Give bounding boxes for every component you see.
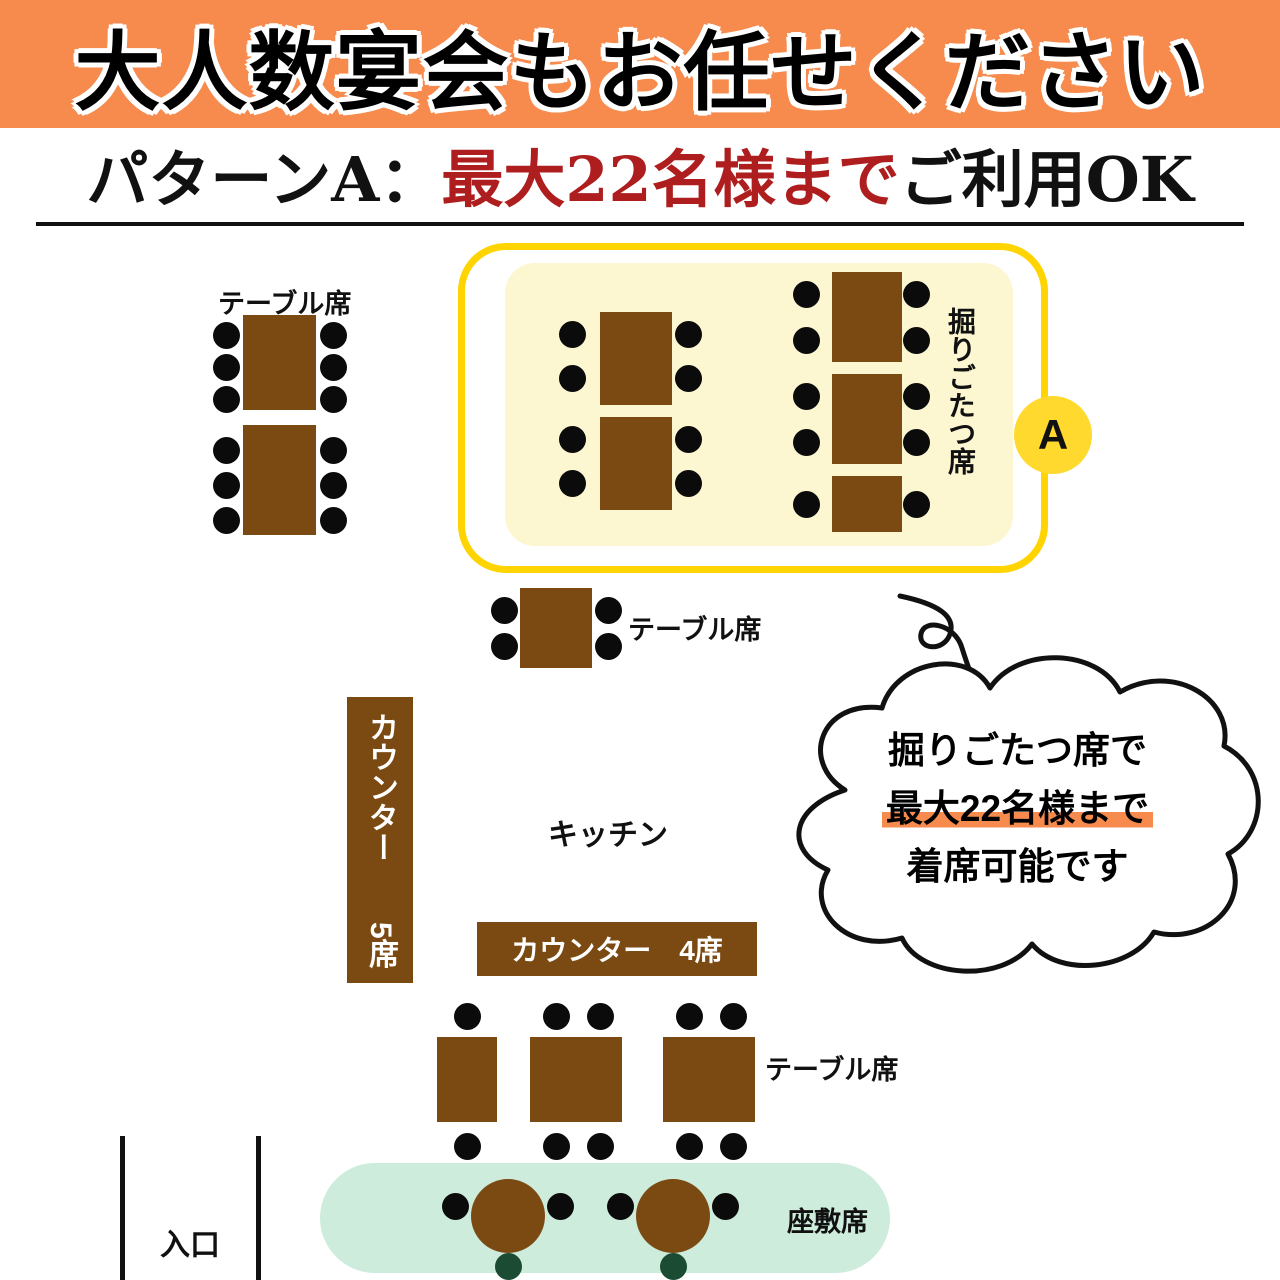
seat-dot bbox=[213, 472, 240, 499]
seat-dot bbox=[543, 1003, 570, 1030]
seat-dot bbox=[587, 1003, 614, 1030]
table-mid bbox=[520, 588, 592, 668]
pattern-prefix: パターンA： bbox=[86, 143, 442, 216]
zashiki-round-table-1 bbox=[471, 1179, 545, 1253]
seat-dot bbox=[793, 491, 820, 518]
seat-dot bbox=[676, 1133, 703, 1160]
seat-dot bbox=[320, 437, 347, 464]
seat-dot bbox=[213, 322, 240, 349]
pattern-heading: パターンA：最大22名様までご利用OK bbox=[0, 128, 1280, 220]
seat-dot bbox=[676, 1003, 703, 1030]
bubble-line-3: 着席可能です bbox=[906, 846, 1129, 887]
seat-dot bbox=[320, 322, 347, 349]
seat-dot bbox=[793, 383, 820, 410]
seat-dot bbox=[903, 327, 930, 354]
bubble-line-1: 掘りごたつ席で bbox=[888, 730, 1147, 771]
bubble-line-2-highlight: 最大22名様まで bbox=[881, 788, 1154, 829]
seat-dot bbox=[903, 383, 930, 410]
table-topleft-2 bbox=[243, 425, 316, 535]
header-banner: 大人数宴会もお任せください bbox=[0, 0, 1280, 128]
seat-dot bbox=[454, 1003, 481, 1030]
seat-dot bbox=[793, 429, 820, 456]
seat-dot bbox=[213, 437, 240, 464]
seat-dot bbox=[213, 386, 240, 413]
table-bottom-3 bbox=[663, 1037, 755, 1122]
kitchen-label: キッチン bbox=[548, 819, 668, 852]
seat-dot bbox=[559, 470, 586, 497]
kotatsu-table-2 bbox=[600, 417, 672, 510]
seat-dot bbox=[320, 507, 347, 534]
seat-dot bbox=[320, 386, 347, 413]
seat-dot bbox=[675, 426, 702, 453]
table-bottom-2 bbox=[530, 1037, 622, 1122]
seat-dot bbox=[720, 1133, 747, 1160]
zone-a-marker: A bbox=[1014, 396, 1092, 474]
seat-dot bbox=[213, 507, 240, 534]
squiggle-connector bbox=[897, 593, 987, 701]
seat-dot bbox=[547, 1193, 574, 1220]
speech-bubble: 掘りごたつ席で 最大22名様まで 着席可能です bbox=[795, 722, 1240, 896]
seat-dot bbox=[675, 470, 702, 497]
entrance-label: 入口 bbox=[160, 1229, 220, 1262]
table-bottom-1 bbox=[437, 1037, 497, 1122]
seat-dot bbox=[213, 354, 240, 381]
seat-dot bbox=[903, 429, 930, 456]
banner-title: 大人数宴会もお任せください bbox=[74, 24, 1206, 121]
entrance-wall-right bbox=[256, 1136, 261, 1280]
seat-dot bbox=[595, 597, 622, 624]
seat-dot bbox=[720, 1003, 747, 1030]
heading-divider bbox=[36, 222, 1244, 226]
seat-dot bbox=[903, 281, 930, 308]
seat-dot bbox=[675, 365, 702, 392]
counter-4-seats: カウンター 4席 bbox=[477, 922, 757, 976]
zashiki-round-table-2 bbox=[636, 1179, 710, 1253]
seat-dot bbox=[793, 327, 820, 354]
kotatsu-table-5 bbox=[832, 476, 902, 532]
seat-dot bbox=[903, 491, 930, 518]
seat-dot-green bbox=[660, 1253, 687, 1280]
seat-dot bbox=[454, 1133, 481, 1160]
seat-dot bbox=[320, 472, 347, 499]
seat-dot bbox=[491, 597, 518, 624]
counter-5-seats: カウンター 5席 bbox=[347, 697, 413, 983]
kotatsu-table-4 bbox=[832, 374, 902, 464]
zone-a-letter: A bbox=[1037, 411, 1069, 458]
seat-dot-green bbox=[495, 1253, 522, 1280]
table-topleft-1 bbox=[243, 315, 316, 410]
seat-dot bbox=[587, 1133, 614, 1160]
seat-dot bbox=[675, 321, 702, 348]
seat-dot bbox=[607, 1193, 634, 1220]
seat-dot bbox=[559, 365, 586, 392]
pattern-suffix: ご利用OK bbox=[899, 143, 1194, 216]
table-bottom-label: テーブル席 bbox=[765, 1055, 899, 1085]
table-top-label: テーブル席 bbox=[218, 289, 352, 319]
seat-dot bbox=[320, 354, 347, 381]
seat-dot bbox=[543, 1133, 570, 1160]
seat-dot bbox=[793, 281, 820, 308]
pattern-highlight: 最大22名様まで bbox=[441, 143, 900, 216]
kotatsu-label: 掘りごたつ席 bbox=[945, 307, 976, 475]
zashiki-label: 座敷席 bbox=[787, 1207, 868, 1237]
seat-dot bbox=[712, 1193, 739, 1220]
bubble-line-2: 最大22名様まで bbox=[795, 780, 1240, 838]
seat-dot bbox=[559, 426, 586, 453]
zashiki-area bbox=[320, 1163, 890, 1273]
seat-dot bbox=[559, 321, 586, 348]
seat-dot bbox=[491, 633, 518, 660]
table-mid-label: テーブル席 bbox=[628, 615, 762, 645]
kotatsu-table-1 bbox=[600, 312, 672, 405]
seat-dot bbox=[442, 1193, 469, 1220]
seat-dot bbox=[595, 633, 622, 660]
kotatsu-table-3 bbox=[832, 272, 902, 362]
entrance-wall-left bbox=[120, 1136, 125, 1280]
